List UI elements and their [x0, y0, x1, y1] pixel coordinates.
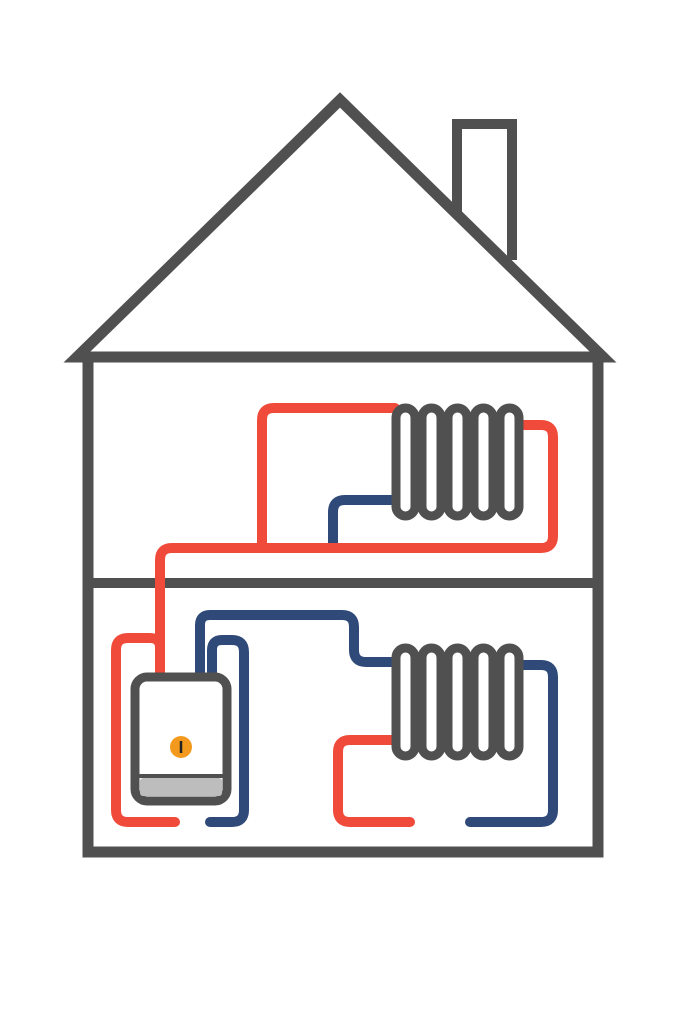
hot-pipe-upper-branch	[257, 403, 400, 553]
hot-pipe-boiler-loop	[111, 633, 180, 827]
radiator-fin	[417, 643, 446, 761]
radiator-fin	[495, 643, 524, 761]
radiator-fin	[469, 643, 498, 761]
roof	[63, 92, 617, 363]
boiler-icon	[130, 672, 232, 806]
radiator-fin	[443, 403, 472, 521]
house-walls	[82, 351, 604, 858]
radiator-icon	[391, 403, 524, 521]
hot-pipes	[111, 403, 558, 827]
chimney-icon	[452, 119, 517, 260]
radiator-fin	[391, 403, 420, 521]
radiator-fin	[391, 643, 420, 761]
cold-pipe-lower-feed	[195, 610, 400, 677]
radiator-fin	[443, 643, 472, 761]
hot-pipe-lower-feed	[333, 735, 415, 827]
radiator-fin	[495, 403, 524, 521]
cold-pipe-boiler-loop	[205, 635, 249, 827]
radiator-fin	[417, 403, 446, 521]
house-outline-icon	[63, 92, 617, 858]
radiator-fin	[469, 403, 498, 521]
boiler-panel	[140, 778, 222, 796]
hot-pipe-main	[155, 420, 558, 677]
cold-pipes	[195, 495, 558, 827]
radiator-icon	[391, 643, 524, 761]
cold-pipe-lower-return	[465, 660, 558, 827]
cold-pipe-upper	[328, 495, 400, 552]
